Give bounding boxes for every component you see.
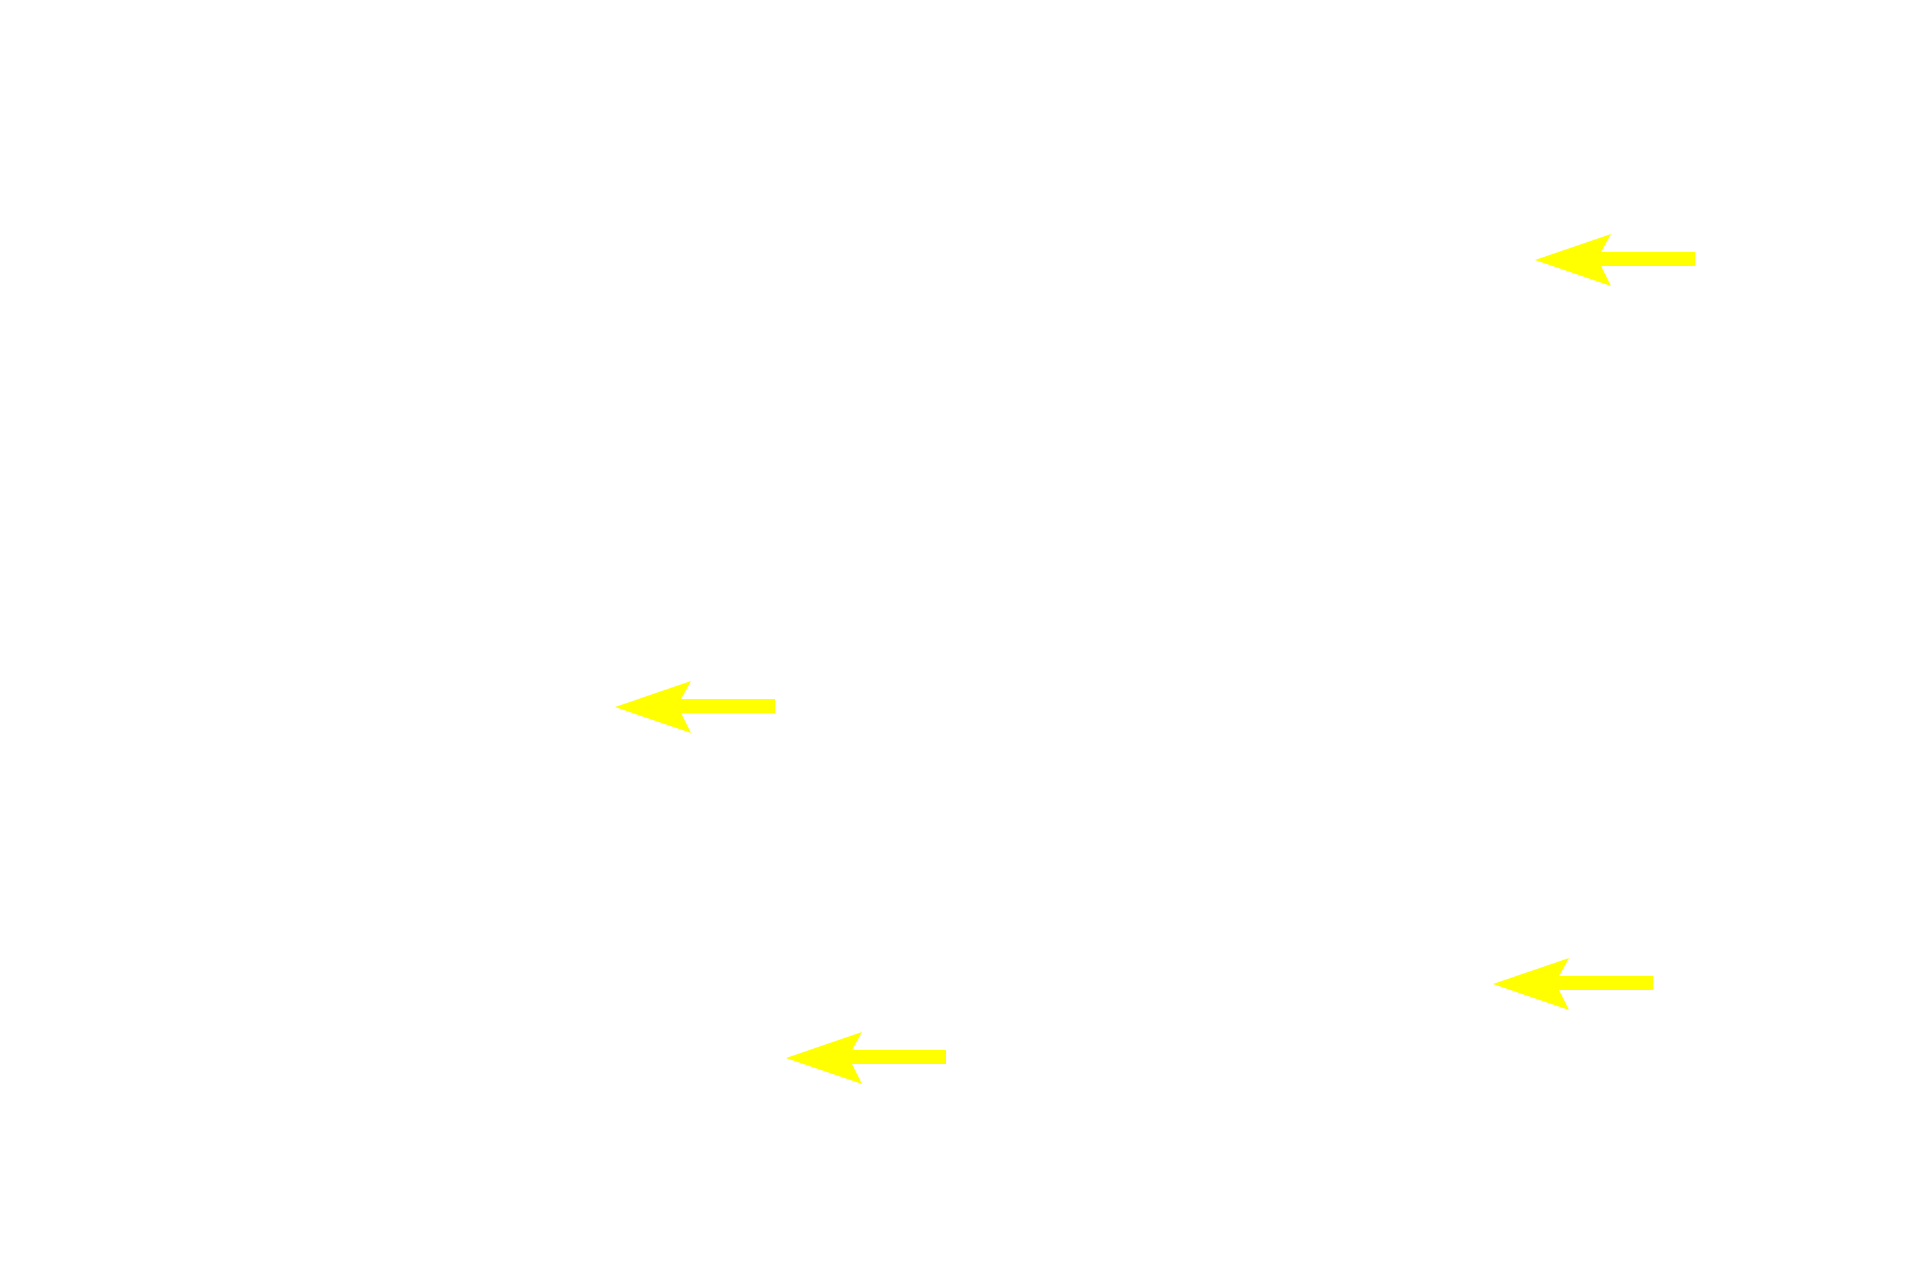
left-arrow-icon	[1535, 234, 1695, 286]
left-arrow-icon	[1493, 958, 1653, 1010]
left-arrow-icon	[615, 681, 775, 733]
left-arrow-icon	[786, 1032, 946, 1084]
